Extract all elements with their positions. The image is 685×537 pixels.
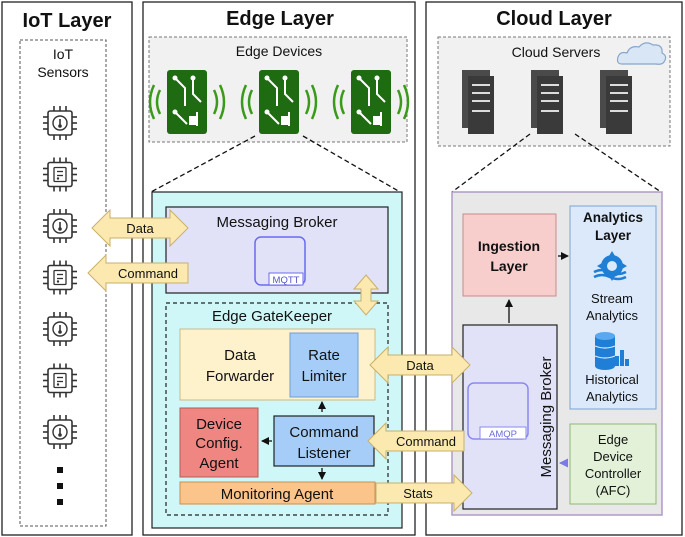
mqtt-logo-text: MQTT: [273, 275, 300, 286]
cloud-icon: [616, 42, 667, 65]
circuit-chip-icon: [43, 260, 77, 295]
cloud-command-arrow-label: Command: [396, 434, 456, 449]
monitoring-agent-label: Monitoring Agent: [221, 486, 334, 503]
iot-sensor-list: [43, 106, 77, 449]
iot-sensors-label-line1: IoT: [53, 46, 74, 62]
thermometer-chip-icon: [43, 106, 77, 140]
iot-command-arrow-label: Command: [118, 266, 178, 281]
cloud-stats-arrow: Stats: [375, 473, 473, 513]
analytics-layer: [569, 205, 657, 410]
zoom-line-right: [302, 135, 401, 193]
rate-limiter-label-line2: Limiter: [301, 368, 346, 385]
edge-layer-title: Edge Layer: [226, 8, 334, 30]
historical-analytics-label-line1: Historical: [585, 372, 639, 387]
cloud-zoom-line-right: [574, 133, 662, 193]
device-config-label-line3: Agent: [199, 455, 239, 472]
ingestion-layer-label-line1: Ingestion: [478, 238, 540, 254]
edge-device-3: [332, 70, 410, 134]
circuit-chip-icon: [43, 363, 77, 398]
wireless-signal-icon: [148, 84, 226, 120]
cloud-data-arrow-label: Data: [406, 358, 434, 373]
iot-data-arrow-label: Data: [126, 221, 154, 236]
cloud-broker-title: Messaging Broker: [538, 357, 555, 478]
rate-limiter: [289, 332, 359, 398]
stream-analytics-label-line1: Stream: [591, 291, 633, 306]
ingestion-layer-label-line2: Layer: [490, 258, 528, 274]
data-forwarder-label-line2: Forwarder: [206, 368, 274, 385]
cloud-stats-arrow-label: Stats: [403, 486, 433, 501]
historical-analytics-label-line2: Analytics: [586, 389, 639, 404]
mqtt-logo-icon: MQTT: [254, 236, 306, 286]
cloud-servers-label: Cloud Servers: [512, 44, 601, 60]
analytics-layer-title-line2: Layer: [595, 228, 632, 243]
thermometer-chip-icon: [43, 209, 77, 243]
historical-analytics-icon: [594, 332, 629, 370]
circuit-board-icon: [351, 70, 391, 134]
server-rack-icon: [600, 70, 632, 134]
zoom-line-left: [150, 135, 256, 193]
iot-command-arrow: Command: [87, 253, 189, 293]
command-listener-label-line2: Listener: [297, 445, 350, 462]
iot-sensors-label-line2: Sensors: [37, 64, 88, 80]
amqp-logo-icon: AMQP: [467, 382, 529, 440]
server-rack-icon: [531, 70, 563, 134]
edge-gatekeeper-title: Edge GateKeeper: [212, 308, 332, 325]
device-config-agent: [179, 407, 259, 478]
edge-device-controller: [569, 423, 657, 505]
afc-label-line3: Controller: [585, 466, 642, 481]
circuit-board-icon: [259, 70, 299, 134]
stream-analytics-icon: [593, 251, 627, 281]
device-config-label-line1: Device: [196, 416, 242, 433]
thermometer-chip-icon: [43, 415, 77, 449]
wireless-signal-icon: [332, 84, 410, 120]
stream-analytics-label-line2: Analytics: [586, 308, 639, 323]
afc-label-line2: Device: [593, 449, 633, 464]
edge-device-2: [240, 70, 318, 134]
analytics-layer-title-line1: Analytics: [583, 210, 643, 225]
cloud-layer-title: Cloud Layer: [496, 8, 612, 30]
cloud-zoom-line-left: [451, 133, 531, 193]
edge-devices-label: Edge Devices: [236, 43, 322, 59]
broker-gatekeeper-double-arrow: [352, 274, 380, 316]
circuit-board-icon: [167, 70, 207, 134]
device-config-label-line2: Config.: [195, 435, 243, 452]
cloud-data-arrow: Data: [369, 345, 471, 385]
ingestion-layer: [462, 213, 557, 297]
wireless-signal-icon: [240, 84, 318, 120]
iot-layer-title: IoT Layer: [23, 10, 112, 32]
more-sensors-ellipsis: [57, 467, 63, 505]
monitoring-agent: [179, 481, 376, 505]
rate-limiter-label-line1: Rate: [308, 347, 340, 364]
thermometer-chip-icon: [43, 312, 77, 346]
afc-label-line4: (AFC): [596, 483, 631, 498]
edge-device-1: [148, 70, 226, 134]
afc-label-line1: Edge: [598, 432, 628, 447]
cloud-layer: Cloud Layer Cloud Servers: [425, 1, 683, 536]
iot-data-arrow: Data: [91, 208, 189, 248]
cloud-command-arrow: Command: [367, 421, 465, 461]
circuit-chip-icon: [43, 157, 77, 192]
cloud-messaging-broker: [462, 324, 558, 510]
amqp-logo-text: AMQP: [489, 429, 517, 440]
edge-layer: Edge Layer Edge Devices: [142, 1, 416, 536]
command-listener: [273, 415, 375, 467]
command-listener-label-line1: Command: [289, 424, 358, 441]
edge-broker-title: Messaging Broker: [217, 214, 338, 231]
server-rack-icon: [462, 70, 494, 134]
data-forwarder-label-line1: Data: [224, 347, 256, 364]
